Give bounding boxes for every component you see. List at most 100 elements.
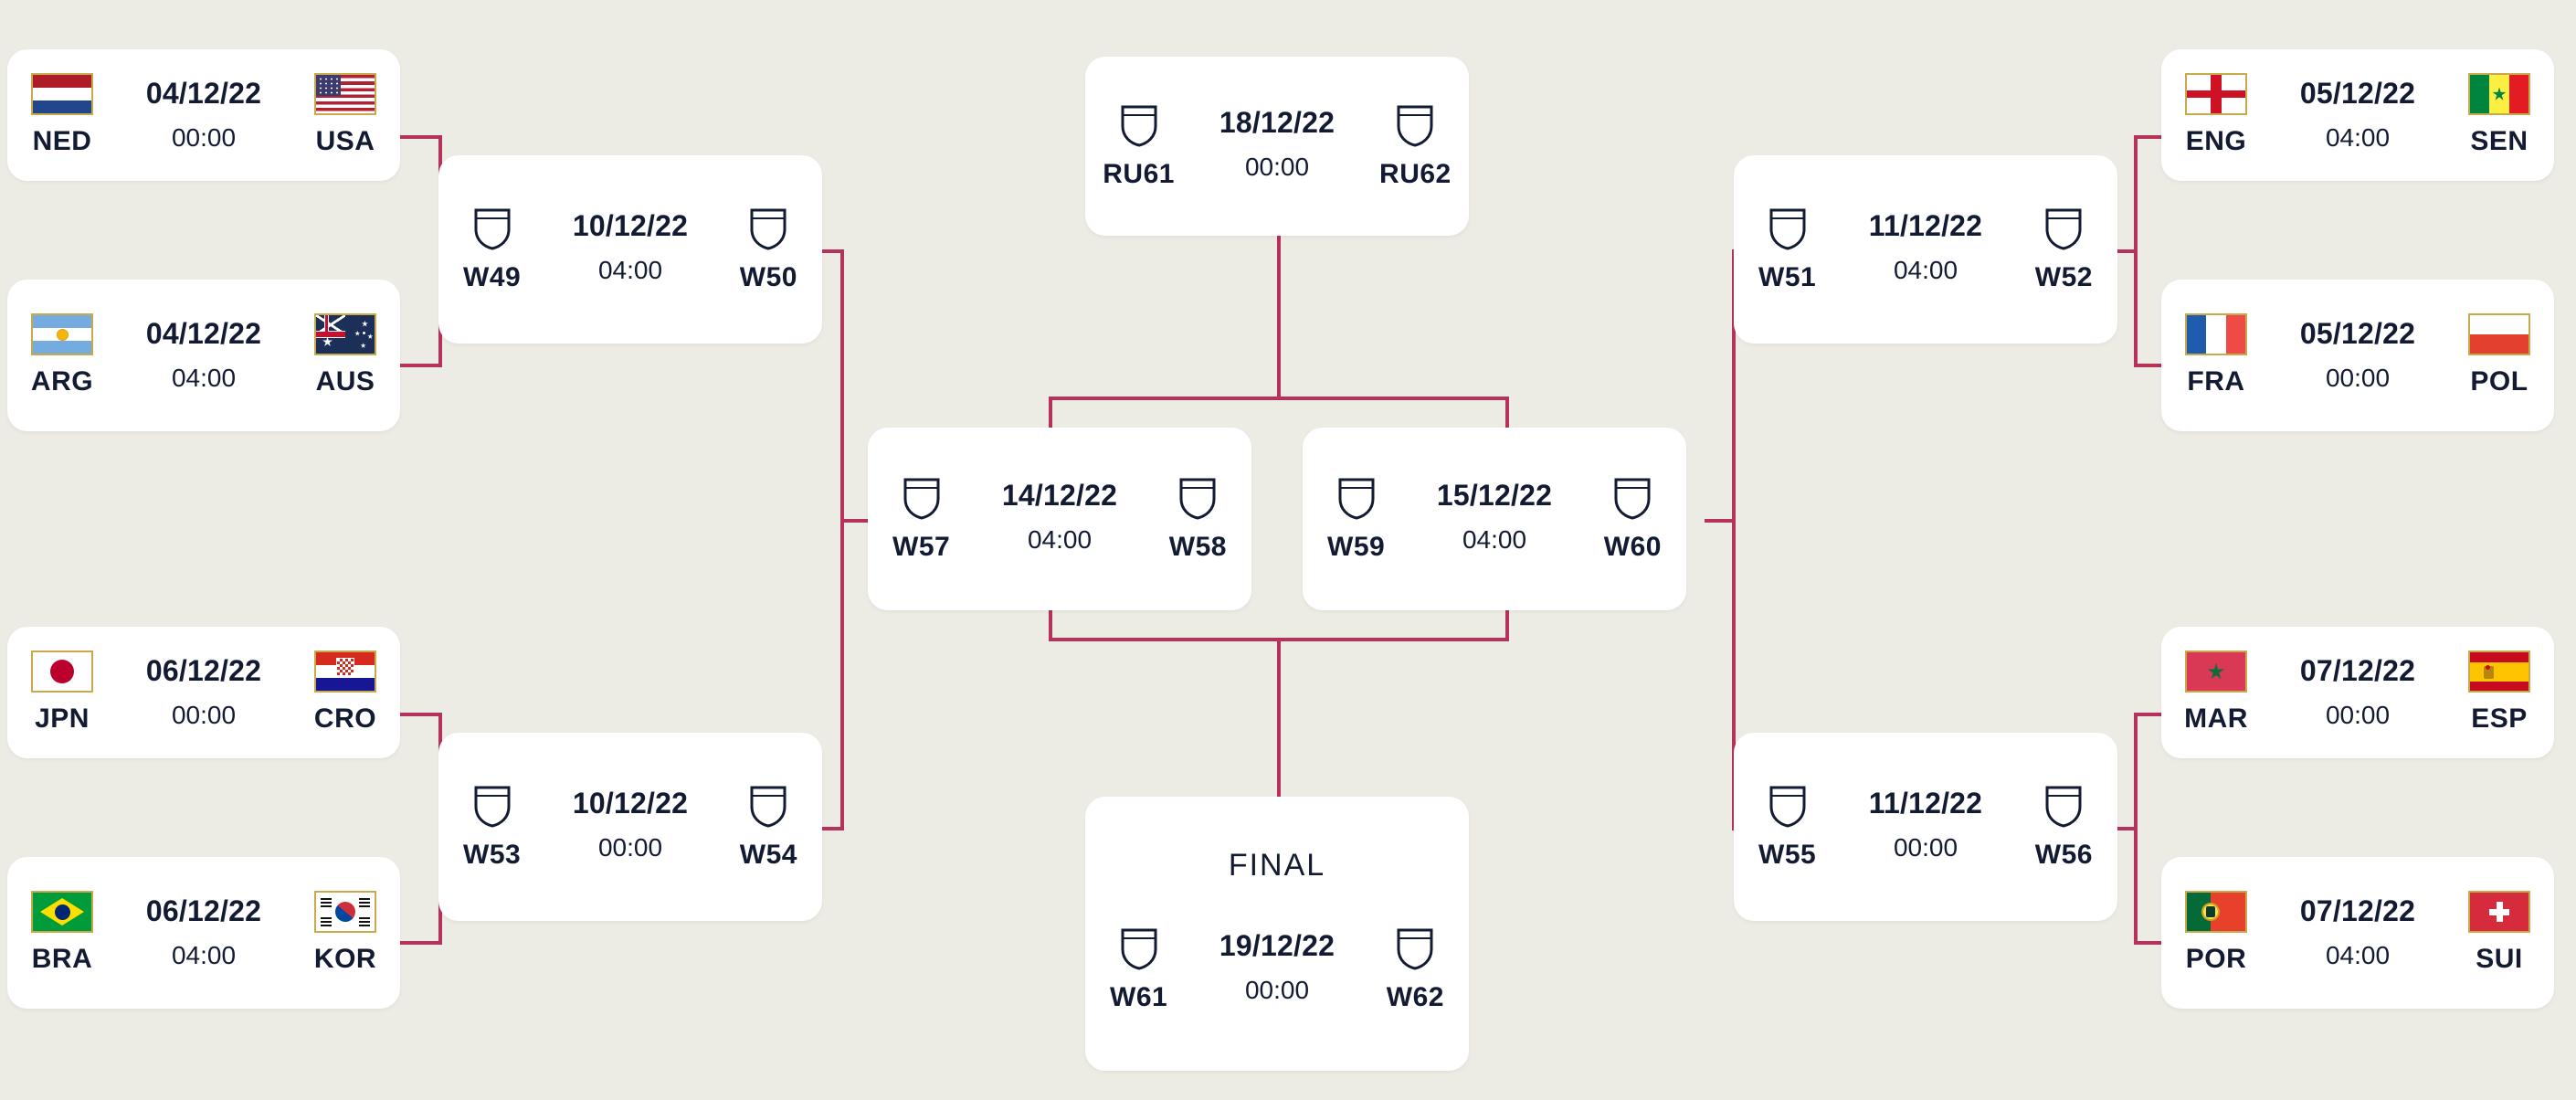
match-date: 07/12/22 [2299,654,2416,687]
home-team: ENG [2161,73,2271,157]
final-label: FINAL [1228,848,1326,883]
home-team: W61 [1085,925,1192,1013]
flag-jpn-icon [31,650,93,693]
home-team: W57 [868,475,975,563]
home-team-code: POR [2185,944,2247,974]
match-meta: 11/12/22 00:00 [1841,783,2011,862]
flag-eng-icon [2185,73,2247,115]
flag-bra-icon [31,891,93,933]
match-card-r16-6[interactable]: FRA 05/12/22 00:00 POL [2161,280,2554,431]
match-meta: 05/12/22 00:00 [2271,313,2444,393]
match-card-qf-3[interactable]: W51 11/12/22 04:00 W52 [1734,155,2117,344]
match-card-third-place[interactable]: RU61 18/12/22 00:00 RU62 [1085,57,1469,236]
home-team: W59 [1303,475,1409,563]
connector-left-qf-out [840,519,870,523]
home-team-code: RU61 [1103,159,1175,189]
away-team: W58 [1145,475,1251,563]
connector-left-bottom-b [396,941,442,945]
shield-placeholder-icon [748,783,788,829]
match-date: 10/12/22 [572,209,689,242]
home-team-code: W55 [1758,840,1817,870]
away-team: AUS [290,313,400,397]
match-date: 18/12/22 [1219,106,1336,139]
away-team-code: W52 [2034,262,2093,292]
match-time: 04:00 [1893,256,1958,284]
shield-placeholder-icon [1395,925,1435,971]
match-card-sf-2[interactable]: W59 15/12/22 04:00 W60 [1303,428,1686,610]
shield-placeholder-icon [902,475,942,521]
connector-sf-left-down [1049,605,1052,641]
home-team-code: ARG [30,366,94,397]
match-time: 00:00 [1244,153,1310,181]
shield-placeholder-icon [1119,102,1159,148]
shield-placeholder-icon [2043,206,2084,251]
match-time: 00:00 [171,123,237,152]
connector-right-qf-spine [1732,249,1736,830]
match-meta: 05/12/22 04:00 [2271,73,2444,153]
match-card-r16-4[interactable]: BRA 06/12/22 04:00 [7,857,400,1009]
home-team-code: W51 [1758,262,1817,292]
match-card-sf-1[interactable]: W57 14/12/22 04:00 W58 [868,428,1251,610]
match-meta: 10/12/22 04:00 [545,206,715,285]
connector-right-top-b [2134,364,2180,367]
away-team: W62 [1362,925,1469,1013]
match-date: 14/12/22 [1001,479,1118,512]
flag-ned-icon [31,73,93,115]
flag-mar-icon [2185,650,2247,693]
match-time: 00:00 [171,701,237,729]
shield-placeholder-icon [1395,102,1435,148]
connector-sf-top-bar [1049,397,1509,400]
home-team: W49 [438,206,545,293]
match-card-qf-1[interactable]: W49 10/12/22 04:00 W50 [438,155,822,344]
home-team-code: FRA [2187,366,2245,397]
match-card-r16-7[interactable]: MAR 07/12/22 00:00 ESP [2161,627,2554,758]
home-team-code: W59 [1327,532,1386,562]
match-meta: 06/12/22 04:00 [117,891,290,970]
home-team: ARG [7,313,117,397]
away-team-code: SUI [2476,944,2523,974]
match-time: 00:00 [1244,976,1310,1004]
match-date: 11/12/22 [1868,209,1983,242]
match-card-r16-2[interactable]: ARG 04/12/22 04:00 [7,280,400,431]
match-card-final[interactable]: FINAL W61 19/12/22 00:00 W62 [1085,797,1469,1071]
away-team-code: CRO [313,703,377,734]
away-team-code: AUS [315,366,375,397]
home-team-code: W61 [1110,982,1168,1012]
match-time: 04:00 [1462,525,1527,554]
away-team-code: RU62 [1379,159,1452,189]
match-time: 00:00 [1893,833,1958,862]
connector-left-qf-spine [840,249,844,830]
match-time: 04:00 [1027,525,1093,554]
match-card-r16-1[interactable]: NED 04/12/22 00:00 USA [7,49,400,181]
connector-left-bottom-a [396,713,442,716]
shield-placeholder-icon [1119,925,1159,971]
flag-por-icon [2185,891,2247,933]
away-team: W50 [715,206,822,293]
away-team-code: W54 [739,840,797,870]
match-card-qf-4[interactable]: W55 11/12/22 00:00 W56 [1734,733,2117,921]
match-date: 05/12/22 [2299,317,2416,350]
match-time: 04:00 [171,364,237,392]
home-team: POR [2161,891,2271,975]
flag-aus-icon [314,313,376,355]
flag-kor-icon [314,891,376,933]
home-team: NED [7,73,117,157]
away-team: SUI [2444,891,2554,975]
away-team: SEN [2444,73,2554,157]
match-time: 00:00 [597,833,663,862]
away-team: POL [2444,313,2554,397]
shield-placeholder-icon [1336,475,1377,521]
away-team-code: W60 [1603,532,1662,562]
home-team: JPN [7,650,117,735]
match-date: 19/12/22 [1219,929,1336,962]
match-card-r16-3[interactable]: JPN 06/12/22 00:00 CRO [7,627,400,758]
away-team: ESP [2444,650,2554,735]
match-card-r16-5[interactable]: ENG 05/12/22 04:00 SEN [2161,49,2554,181]
match-card-qf-2[interactable]: W53 10/12/22 00:00 W54 [438,733,822,921]
match-card-r16-8[interactable]: POR 07/12/22 04:00 SUI [2161,857,2554,1009]
home-team-code: JPN [35,703,90,734]
match-date: 04/12/22 [145,317,262,350]
shield-placeholder-icon [472,206,512,251]
match-meta: 10/12/22 00:00 [545,783,715,862]
connector-left-qf-top [820,249,844,253]
